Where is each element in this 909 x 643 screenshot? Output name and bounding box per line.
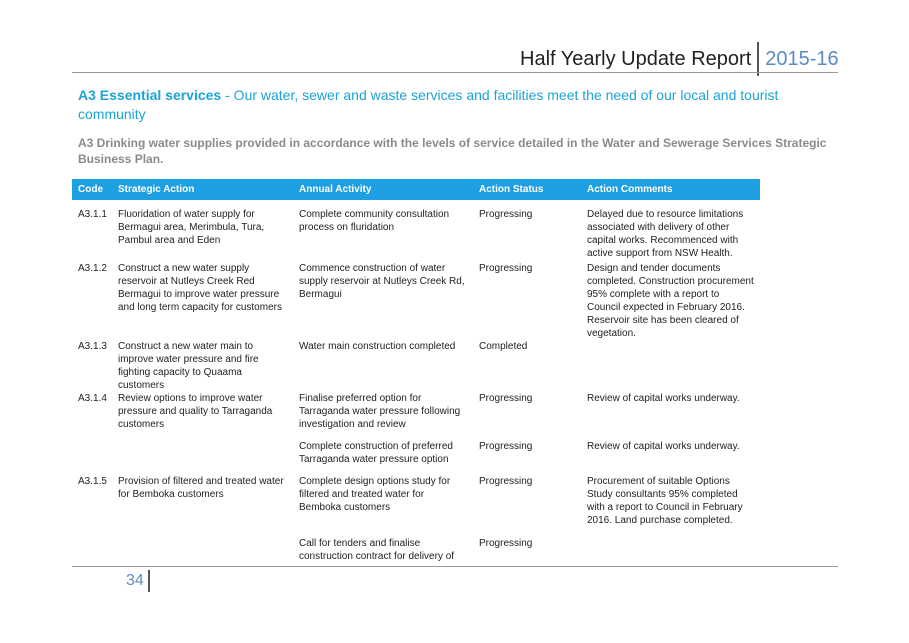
cell-code: A3.1.5 (78, 476, 107, 487)
cell-action-status: Completed (479, 341, 528, 352)
cell-code (72, 537, 112, 565)
column-header-action-comments: Action Comments (581, 179, 760, 200)
cell-code: A3.1.3 (78, 341, 107, 352)
cell-annual-activity: Complete construction of preferred Tarra… (299, 441, 453, 465)
cell-code: A3.1.2 (78, 263, 107, 274)
report-title: Half Yearly Update Report (520, 47, 752, 70)
cell-strategic-action (112, 440, 293, 475)
cell-action-status: Progressing (479, 441, 533, 452)
actions-table: Code Strategic Action Annual Activity Ac… (72, 179, 760, 565)
page-footer: 34 (126, 570, 150, 592)
section-code-title: A3 Essential services (78, 87, 222, 103)
cell-action-comments: Review of capital works underway. (587, 393, 740, 404)
report-header: Half Yearly Update Report 2015-16 (520, 42, 839, 76)
column-header-strategic-action: Strategic Action (112, 179, 293, 200)
footer-rule (72, 566, 838, 567)
cell-action-comments (581, 537, 760, 565)
table-row: A3.1.3 Construct a new water main to imp… (72, 340, 760, 392)
table-header-row: Code Strategic Action Annual Activity Ac… (72, 179, 760, 200)
column-header-action-status: Action Status (473, 179, 581, 200)
section-heading: A3 Essential services - Our water, sewer… (78, 86, 818, 124)
cell-action-comments (581, 340, 760, 392)
cell-strategic-action: Construct a new water supply reservoir a… (118, 263, 282, 313)
cell-strategic-action: Review options to improve water pressure… (118, 393, 273, 430)
table-row: A3.1.2 Construct a new water supply rese… (72, 262, 760, 340)
service-level-subheading: A3 Drinking water supplies provided in a… (78, 136, 827, 166)
cell-action-comments: Design and tender documents completed. C… (587, 263, 754, 339)
cell-annual-activity: Commence construction of water supply re… (299, 263, 465, 300)
cell-annual-activity: Finalise preferred option for Tarraganda… (299, 393, 461, 430)
report-year: 2015-16 (765, 47, 839, 70)
cell-action-status: Progressing (479, 393, 533, 404)
cell-code: A3.1.4 (78, 393, 107, 404)
cell-annual-activity: Complete design options study for filter… (299, 476, 451, 513)
column-header-annual-activity: Annual Activity (293, 179, 473, 200)
cell-action-comments: Review of capital works underway. (587, 441, 740, 452)
page-number: 34 (126, 572, 144, 589)
table-row: Complete construction of preferred Tarra… (72, 440, 760, 475)
header-rule (72, 72, 838, 73)
cell-annual-activity: Water main construction completed (299, 341, 456, 352)
section-separator: - (221, 87, 234, 103)
column-header-code: Code (72, 179, 112, 200)
cell-action-comments: Delayed due to resource limitations asso… (587, 209, 744, 259)
cell-annual-activity: Call for tenders and finalise constructi… (299, 538, 455, 562)
table-row: A3.1.1 Fluoridation of water supply for … (72, 200, 760, 262)
cell-annual-activity: Complete community consultation process … (299, 209, 450, 233)
cell-code: A3.1.1 (78, 209, 107, 220)
table-row: Call for tenders and finalise constructi… (72, 537, 760, 565)
cell-strategic-action: Construct a new water main to improve wa… (118, 341, 259, 391)
cell-action-status: Progressing (479, 476, 533, 487)
section-description: Our water, sewer and waste services and … (78, 87, 779, 122)
footer-divider (147, 570, 150, 592)
cell-action-comments: Procurement of suitable Options Study co… (587, 476, 743, 526)
header-divider (757, 42, 760, 76)
cell-strategic-action: Provision of filtered and treated water … (118, 476, 284, 500)
cell-strategic-action: Fluoridation of water supply for Bermagu… (118, 209, 265, 246)
cell-strategic-action (112, 537, 293, 565)
cell-action-status: Progressing (479, 538, 533, 549)
cell-action-status: Progressing (479, 209, 533, 220)
cell-code (72, 440, 112, 475)
table-row: A3.1.4 Review options to improve water p… (72, 392, 760, 440)
table-row: A3.1.5 Provision of filtered and treated… (72, 475, 760, 537)
cell-action-status: Progressing (479, 263, 533, 274)
